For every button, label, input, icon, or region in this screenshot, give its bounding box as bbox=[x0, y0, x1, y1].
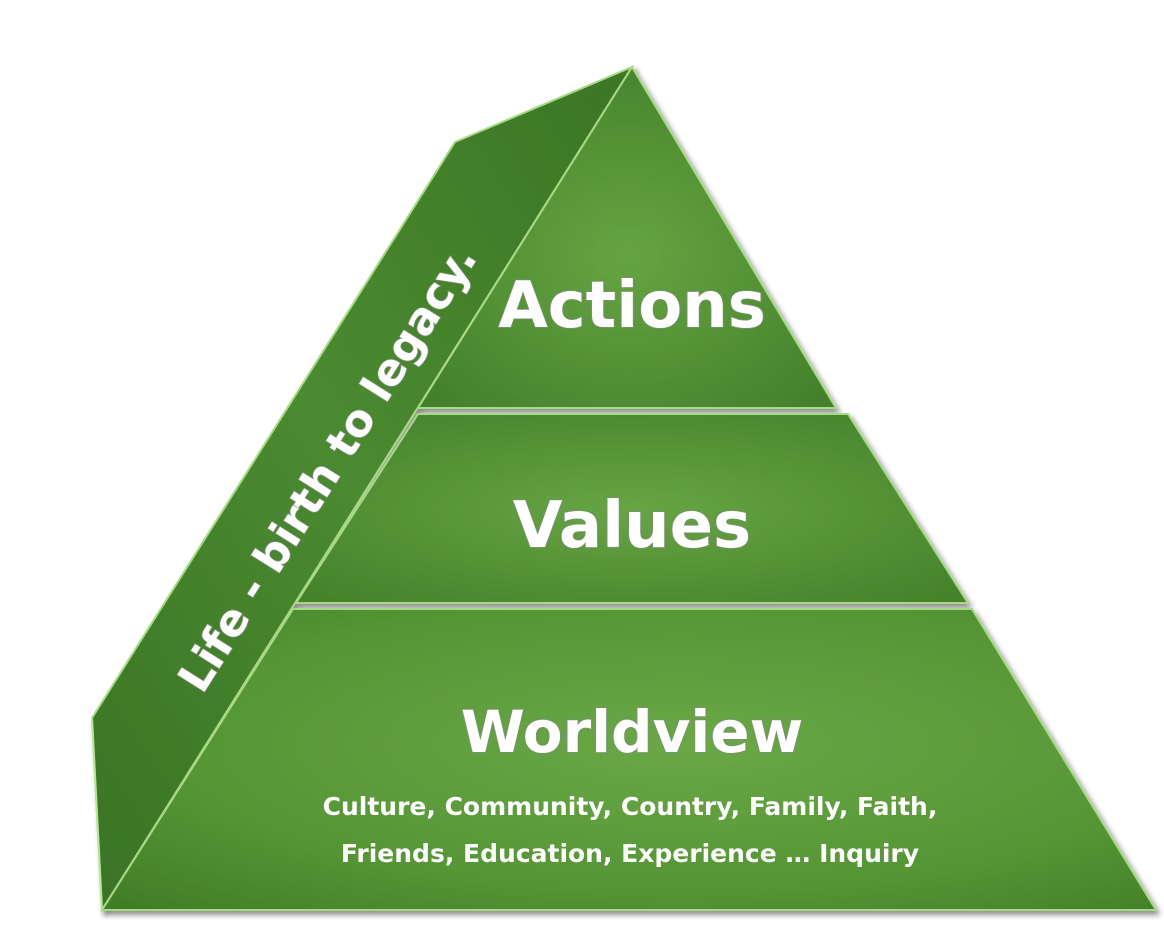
tier-worldview-detail-line-1: Culture, Community, Country, Family, Fai… bbox=[323, 792, 938, 821]
front-face bbox=[100, 65, 1158, 911]
tier-actions-label: Actions bbox=[498, 269, 766, 343]
tier-values-shape bbox=[294, 413, 970, 604]
side-face-left-edge bbox=[91, 717, 103, 911]
tier-worldview-detail-line-2: Friends, Education, Experience … Inquiry bbox=[341, 839, 919, 868]
tier-worldview-label: Worldview bbox=[461, 698, 803, 766]
tier-values-label: Values bbox=[513, 489, 751, 563]
tier-worldview-shape bbox=[100, 608, 1158, 911]
tier-actions-shape bbox=[416, 65, 838, 409]
